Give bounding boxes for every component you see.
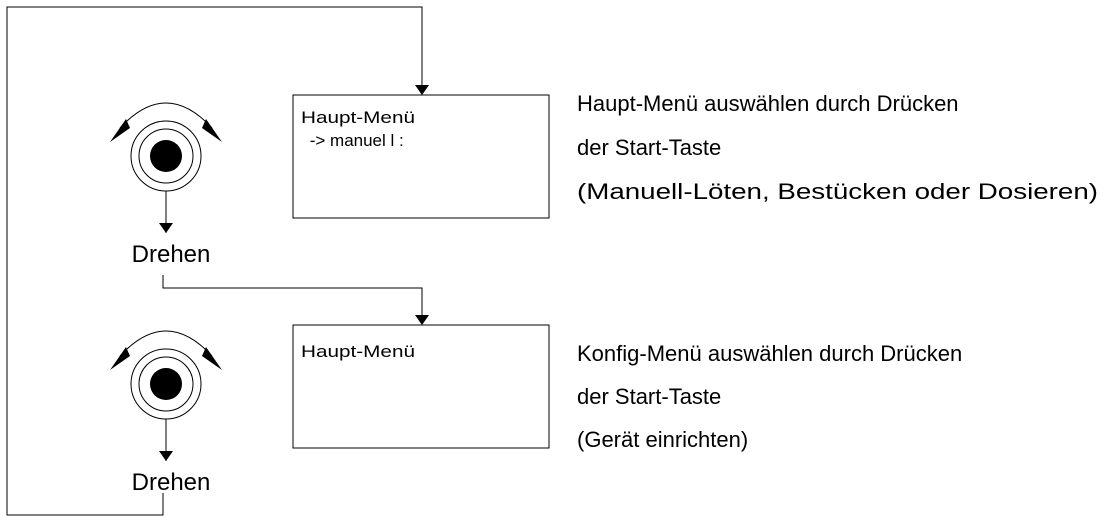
rotary-knob-icon	[110, 330, 222, 420]
step-description: (Gerät einrichten)	[577, 427, 748, 452]
step-description: Haupt-Menü auswählen durch Drücken	[577, 91, 959, 116]
display-line: -> manuel l :	[305, 131, 404, 150]
loop-back-connector	[6, 6, 429, 516]
lcd-display	[292, 324, 550, 449]
step-description: der Start-Taste	[577, 135, 721, 160]
lcd-display	[292, 94, 550, 219]
display-line: Haupt-Menü	[301, 108, 415, 127]
rotary-knob-icon	[110, 102, 222, 192]
step-description: (Manuell-Löten, Bestücken oder Dosieren)	[577, 179, 1098, 204]
step-description: Konfig-Menü auswählen durch Drücken	[577, 341, 962, 366]
drehen-label: Drehen	[132, 241, 211, 268]
display-line: Haupt-Menü	[301, 342, 415, 361]
drehen-label: Drehen	[132, 469, 211, 496]
step-description: der Start-Taste	[577, 384, 721, 409]
step-connector	[162, 275, 429, 325]
